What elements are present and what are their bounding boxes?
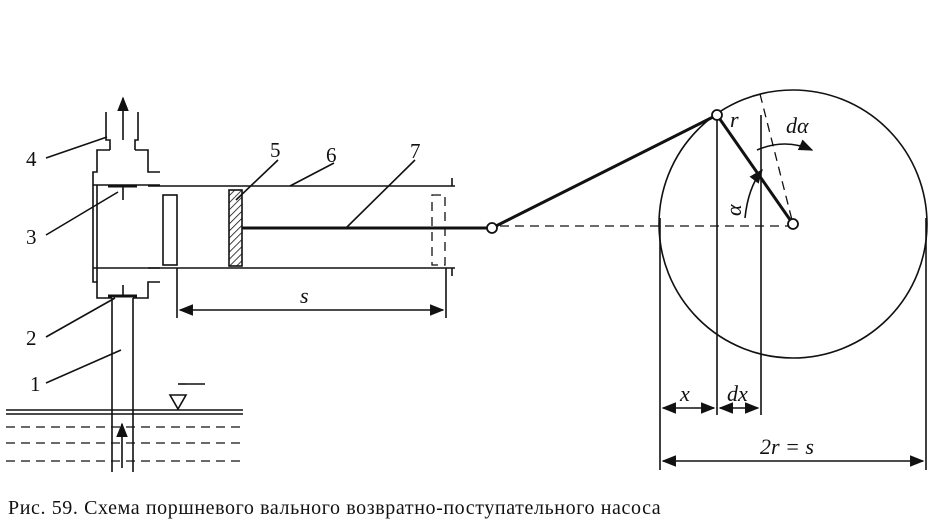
discharge-pipe — [105, 96, 139, 150]
connecting-rod — [491, 113, 718, 230]
crank-circle — [658, 89, 928, 359]
crosshead-pin — [486, 222, 498, 234]
label-r: r — [730, 107, 739, 132]
figure-caption: Рис. 59. Схема поршневого вального возвр… — [8, 497, 662, 519]
label-diameter: 2r = s — [760, 434, 814, 459]
projection-lines — [659, 115, 927, 470]
label-dalpha: dα — [786, 113, 809, 138]
dalpha-arc — [756, 139, 814, 151]
label-dx: dx — [727, 381, 748, 406]
label-6: 6 — [326, 143, 337, 167]
piston — [228, 189, 243, 267]
water-level-mark — [168, 394, 188, 411]
discharge-valve — [108, 184, 137, 200]
suction-pipe — [111, 298, 134, 472]
cylinder — [148, 178, 455, 276]
label-x: x — [679, 381, 690, 406]
label-1: 1 — [30, 372, 41, 396]
alpha-arc — [744, 168, 763, 219]
water-surface — [6, 383, 243, 462]
leader-lines — [45, 136, 416, 384]
label-4: 4 — [26, 147, 37, 171]
piston-left-position — [162, 194, 178, 266]
label-5: 5 — [270, 138, 281, 162]
label-7: 7 — [410, 139, 421, 163]
valve-box — [92, 149, 160, 299]
crank-pin — [711, 109, 723, 121]
label-alpha: α — [721, 204, 746, 216]
crank-next-position — [759, 93, 794, 225]
label-2: 2 — [26, 326, 37, 350]
suction-valve — [108, 285, 137, 298]
stroke-dimension — [176, 268, 447, 318]
label-stroke-s: s — [300, 283, 309, 308]
crank-shaft — [787, 218, 799, 230]
label-3: 3 — [26, 225, 37, 249]
piston-right-position — [431, 194, 446, 266]
